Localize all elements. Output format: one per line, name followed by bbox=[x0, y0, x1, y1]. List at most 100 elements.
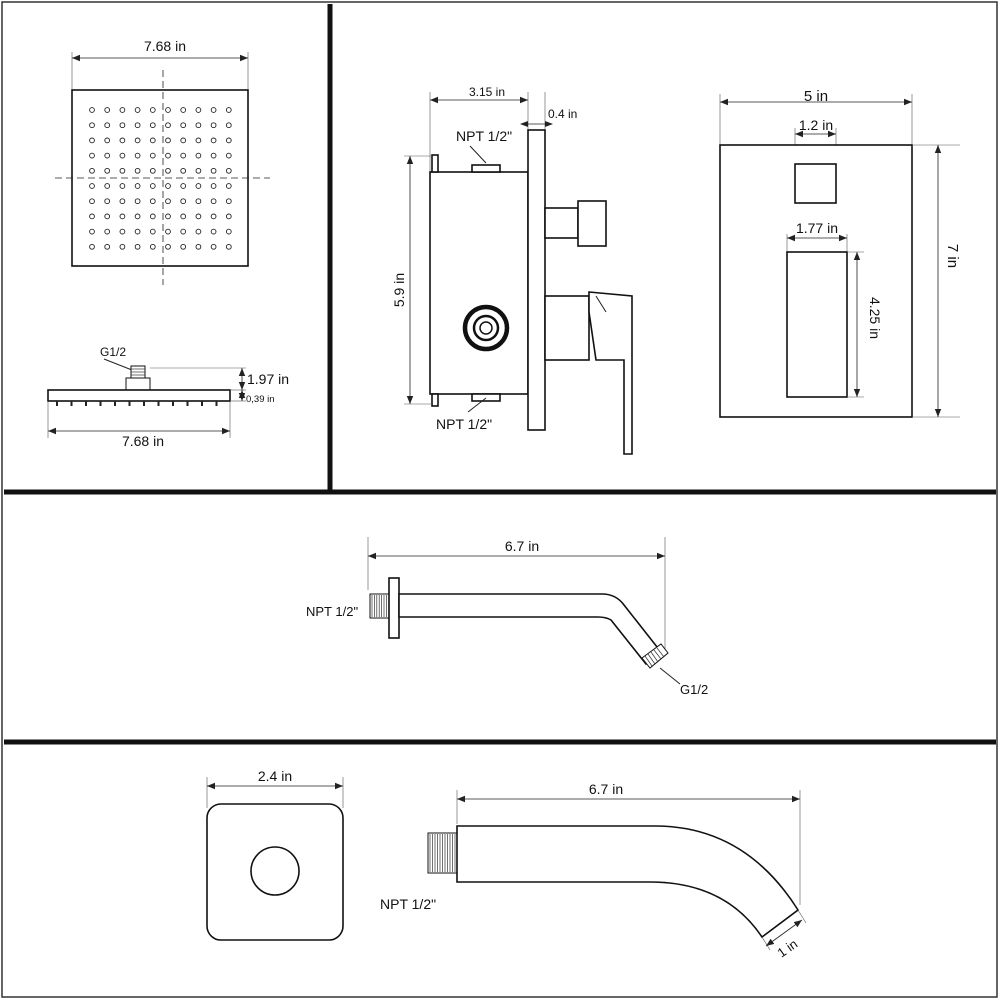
nozzle-hole bbox=[149, 213, 156, 220]
nozzle-hole bbox=[225, 107, 232, 113]
spout-inlet-label: NPT 1/2" bbox=[380, 896, 436, 912]
nozzle-hole bbox=[195, 152, 202, 159]
nozzle-hole bbox=[165, 243, 171, 250]
nozzle-hole bbox=[104, 107, 111, 113]
nozzle-hole bbox=[195, 167, 202, 174]
nozzle-hole bbox=[134, 167, 141, 174]
nozzle-hole bbox=[165, 198, 171, 205]
nozzle-hole bbox=[149, 137, 156, 144]
shower-head-height-label: 1.97 in bbox=[247, 371, 289, 387]
nozzle-hole bbox=[225, 137, 232, 144]
nozzle-hole bbox=[119, 122, 126, 129]
shower-head-top-width-label: 7.68 in bbox=[144, 38, 186, 54]
nozzle-hole bbox=[210, 137, 217, 144]
shower-arm-outlet-thread bbox=[641, 643, 669, 669]
trim-handle-width-label: 1.77 in bbox=[796, 220, 838, 236]
nozzle-hole bbox=[225, 183, 232, 189]
nozzle-hole bbox=[104, 243, 111, 250]
nozzle-hole bbox=[195, 198, 202, 205]
valve-bottom-port-label: NPT 1/2" bbox=[436, 416, 492, 432]
trim-width-label: 5 in bbox=[804, 88, 828, 105]
nozzle-hole bbox=[134, 198, 141, 205]
nozzle-hole bbox=[104, 213, 111, 220]
nozzle-hole bbox=[104, 137, 111, 144]
lever-handle bbox=[588, 291, 633, 455]
nozzle-hole bbox=[210, 228, 217, 235]
nozzle-hole bbox=[195, 137, 202, 144]
trim-handle bbox=[786, 251, 848, 398]
nozzle-hole bbox=[165, 137, 171, 144]
valve-top-port-label: NPT 1/2" bbox=[456, 128, 512, 144]
trim-plate-panel: 5 in 1.2 in 1.77 in 4.25 in 7 in bbox=[719, 88, 961, 418]
nozzle-hole bbox=[180, 228, 187, 235]
valve-depth-label: 3.15 in bbox=[469, 85, 505, 99]
nozzle-hole bbox=[89, 167, 95, 174]
nozzle-hole bbox=[89, 107, 95, 113]
nozzle-hole bbox=[134, 228, 141, 235]
nozzle-hole bbox=[119, 107, 126, 113]
side-nozzle bbox=[70, 401, 73, 406]
nozzle-hole bbox=[149, 152, 156, 159]
diverter-knob bbox=[577, 200, 607, 247]
nozzle-hole bbox=[119, 198, 126, 205]
shower-arm-inlet-label: NPT 1/2" bbox=[306, 604, 358, 619]
nozzle-hole bbox=[225, 213, 232, 220]
nozzle-hole bbox=[195, 228, 202, 235]
shower-head-side-plate bbox=[47, 389, 231, 402]
nozzle-hole bbox=[149, 198, 156, 205]
nozzle-hole bbox=[89, 243, 95, 250]
shower-arm-pipe bbox=[398, 593, 663, 666]
valve-bottom-tab bbox=[431, 393, 439, 407]
tub-spout-panel: 2.4 in 6.7 in NPT 1/2" 1 in bbox=[206, 768, 807, 960]
nozzle-hole bbox=[149, 107, 156, 113]
shower-head-connector-label: G1/2 bbox=[100, 345, 126, 359]
side-nozzle bbox=[99, 401, 102, 406]
side-nozzle bbox=[128, 401, 131, 406]
shower-arm-inlet-thread bbox=[369, 593, 391, 619]
nozzle-hole bbox=[180, 243, 187, 250]
nozzle-hole bbox=[119, 243, 126, 250]
nozzle-hole bbox=[149, 243, 156, 250]
valve-body bbox=[429, 171, 529, 395]
shower-arm-flange bbox=[388, 577, 400, 639]
nozzle-hole bbox=[180, 213, 187, 220]
nozzle-hole bbox=[165, 228, 171, 235]
valve-height-label: 5.9 in bbox=[391, 273, 407, 307]
nozzle-hole bbox=[89, 228, 95, 235]
shower-head-side-width-label: 7.68 in bbox=[122, 433, 164, 449]
trim-handle-height-label: 4.25 in bbox=[867, 297, 883, 339]
spout-outlet-label: 1 in bbox=[775, 936, 801, 960]
nozzle-hole bbox=[210, 167, 217, 174]
nozzle-hole bbox=[134, 183, 141, 189]
valve-bottom-port bbox=[471, 393, 501, 402]
nozzle-hole bbox=[119, 228, 126, 235]
nozzle-hole bbox=[89, 122, 95, 129]
nozzle-hole bbox=[210, 198, 217, 205]
trim-height-label: 7 in bbox=[944, 244, 961, 268]
side-nozzle bbox=[215, 401, 218, 406]
spout-flange-opening bbox=[250, 846, 300, 896]
nozzle-hole bbox=[149, 183, 156, 189]
nozzle-hole bbox=[180, 122, 187, 129]
nozzle-hole bbox=[89, 152, 95, 159]
side-nozzle bbox=[56, 401, 58, 406]
side-nozzle bbox=[201, 401, 203, 406]
nozzle-hole bbox=[195, 107, 202, 113]
valve-top-port bbox=[471, 164, 501, 173]
nozzle-hole bbox=[180, 183, 187, 189]
nozzle-hole bbox=[225, 198, 232, 205]
diverter-knob-stem bbox=[544, 207, 579, 239]
side-nozzle bbox=[143, 401, 145, 406]
shower-arm-outlet-label: G1/2 bbox=[680, 682, 708, 697]
trim-knob-width-label: 1.2 in bbox=[799, 117, 833, 133]
nozzle-hole bbox=[180, 107, 187, 113]
trim-diverter-knob bbox=[794, 163, 837, 204]
shower-arm-length-label: 6.7 in bbox=[505, 538, 539, 554]
nozzle-hole bbox=[195, 243, 202, 250]
side-nozzle bbox=[172, 401, 174, 406]
nozzle-hole bbox=[134, 152, 141, 159]
nozzle-hole bbox=[165, 183, 171, 189]
nozzle-hole bbox=[119, 183, 126, 189]
nozzle-hole bbox=[104, 167, 111, 174]
